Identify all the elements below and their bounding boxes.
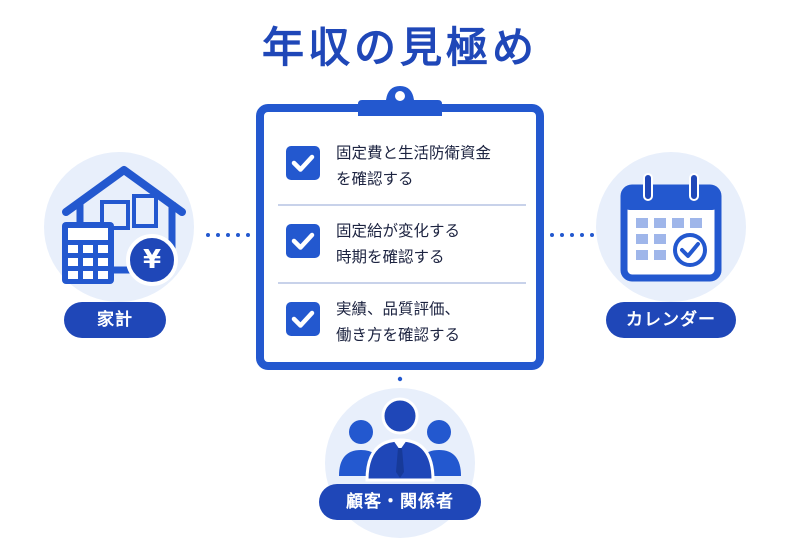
calendar-label: カレンダー	[606, 302, 736, 338]
checklist-item-text: 固定費と生活防衛資金 を確認する	[336, 140, 528, 192]
checklist-line: 時期を確認する	[336, 248, 445, 266]
checkbox-checked-icon	[286, 302, 320, 336]
checkbox-checked-icon	[286, 146, 320, 180]
checklist-item-2: 固定給が変化する 時期を確認する	[278, 216, 528, 276]
checklist-clipboard: 固定費と生活防衛資金 を確認する 固定給が変化する 時期を確認する 実績、品質評…	[256, 104, 544, 370]
connector-left	[206, 233, 250, 237]
connector-right	[550, 233, 594, 237]
clipboard-clip-icon	[358, 86, 442, 116]
checklist-line: 固定費と生活防衛資金	[336, 144, 492, 162]
yen-badge-text: ¥	[142, 245, 162, 275]
household-label: 家計	[64, 302, 166, 338]
checklist-item-1: 固定費と生活防衛資金 を確認する	[278, 138, 528, 198]
checklist-item-text: 実績、品質評価、 働き方を確認する	[336, 296, 528, 348]
divider	[278, 282, 526, 284]
house-calculator-yen-icon	[62, 166, 186, 286]
checklist-line: を確認する	[336, 170, 414, 188]
divider	[278, 204, 526, 206]
checkbox-checked-icon	[286, 224, 320, 258]
checklist-line: 固定給が変化する	[336, 222, 461, 240]
connector-bottom	[397, 376, 403, 382]
checklist-line: 働き方を確認する	[336, 326, 461, 344]
checklist-item-text: 固定給が変化する 時期を確認する	[336, 218, 528, 270]
checklist-item-3: 実績、品質評価、 働き方を確認する	[278, 294, 528, 354]
people-group-icon	[339, 397, 461, 482]
page-title: 年収の見極め	[261, 23, 538, 72]
checklist-line: 実績、品質評価、	[336, 300, 461, 318]
calendar-check-icon	[620, 173, 722, 282]
stakeholders-label: 顧客・関係者	[319, 484, 481, 520]
